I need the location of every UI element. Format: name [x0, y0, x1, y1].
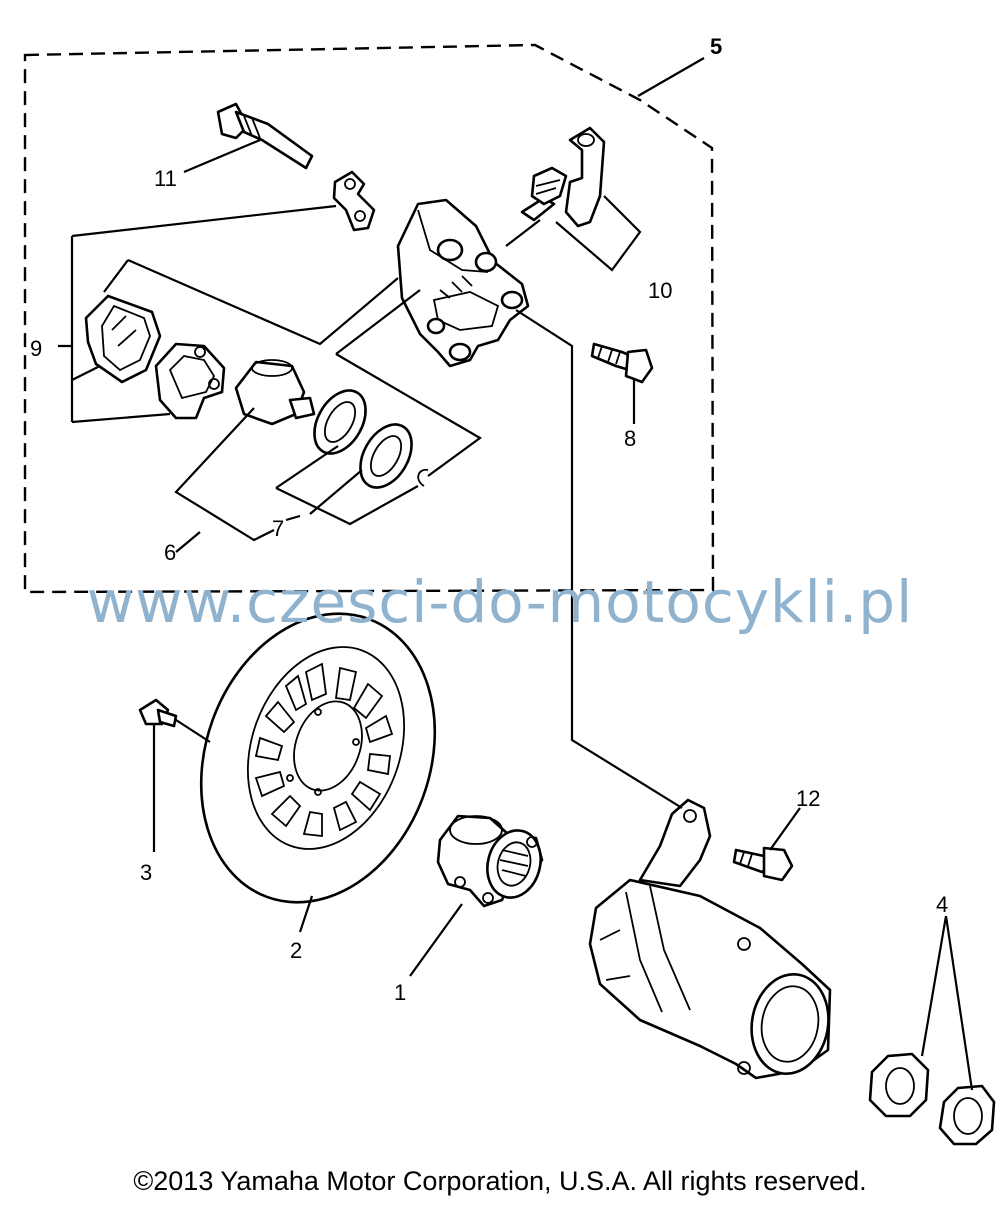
callout-3: 3 [140, 860, 152, 885]
callout-labels: 1 2 3 4 5 6 7 8 9 10 11 12 [30, 34, 948, 1005]
caliper-assembly-boundary [23, 43, 715, 594]
caliper-bracket [588, 798, 832, 1080]
callout-8: 8 [624, 426, 636, 451]
part-7-o-ring [417, 468, 429, 487]
part-9-brake-pad-b [154, 342, 226, 420]
callout-2: 2 [290, 938, 302, 963]
part-10-bleed-screw [520, 166, 568, 222]
callout-11: 11 [154, 166, 177, 191]
part-3-disc-bolt [138, 698, 178, 728]
callout-1: 1 [394, 980, 406, 1005]
callout-7: 7 [272, 516, 284, 541]
part-11-pin-bolt [216, 102, 314, 170]
caliper-body [396, 198, 530, 368]
callout-12: 12 [796, 786, 820, 811]
part-12-bolt [732, 846, 794, 882]
part-4-nut-b [938, 1084, 996, 1146]
watermark-text: www.czesci-do-motocykli.pl [87, 568, 914, 636]
part-7-seal-a [313, 389, 367, 455]
copyright-notice: ©2013 Yamaha Motor Corporation, U.S.A. A… [133, 1166, 867, 1196]
pin-clip [332, 170, 376, 232]
part-4-nut-a [868, 1052, 930, 1118]
part-2-brake-disc [199, 612, 437, 904]
callout-4: 4 [936, 892, 948, 917]
callout-6: 6 [164, 540, 176, 565]
part-1-hub [436, 814, 544, 908]
callout-10: 10 [648, 278, 672, 303]
part-8-caliper-bolt [590, 342, 654, 384]
leader-lines [58, 57, 974, 1091]
part-10-bleed-cap [564, 126, 606, 228]
part-7-seal-b [359, 423, 413, 489]
callout-5: 5 [710, 34, 722, 59]
part-9-brake-pad-a [84, 294, 162, 384]
callout-9: 9 [30, 336, 42, 361]
